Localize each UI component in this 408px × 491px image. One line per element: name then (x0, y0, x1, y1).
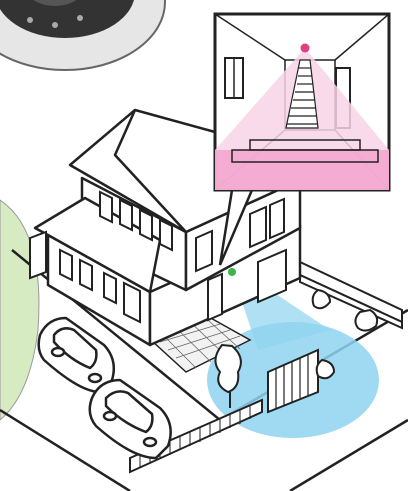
lawn-area (0, 200, 39, 420)
camera-view-inset (215, 14, 389, 190)
gatepost (30, 232, 46, 278)
mounted-camera-dot (228, 268, 236, 276)
camera-fov-floor (215, 150, 389, 190)
car-icon (39, 318, 114, 392)
camera-position-dot (301, 44, 310, 53)
car-icon (90, 380, 171, 458)
camera-dome-icon (0, 0, 165, 70)
